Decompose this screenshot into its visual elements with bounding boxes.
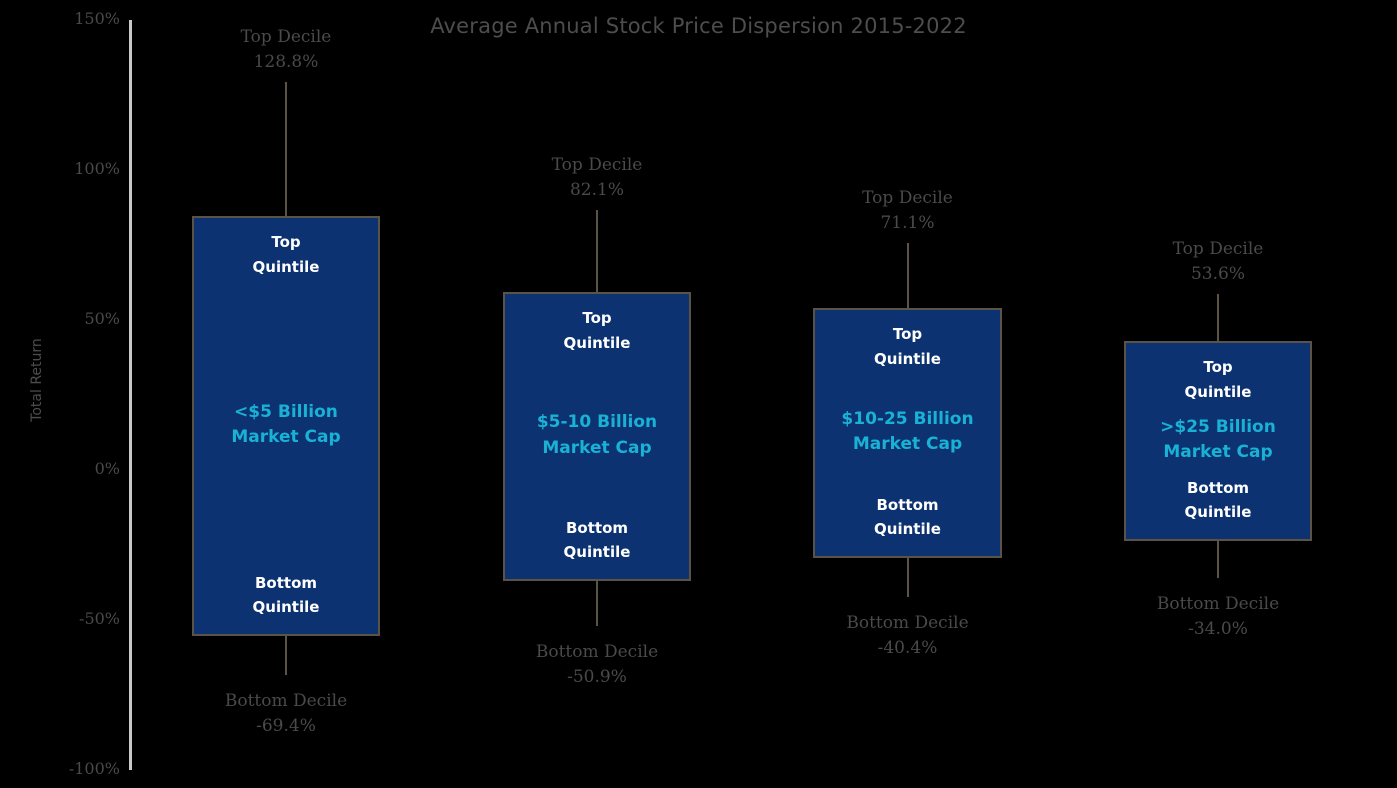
lower-whisker-line: [285, 636, 287, 675]
top-quintile-label: Top Quintile: [1184, 358, 1252, 401]
bottom-quintile-label: Bottom Quintile: [1184, 478, 1252, 522]
y-tick-label-1: 100%: [74, 159, 120, 178]
top-quintile-label: Top Quintile: [874, 325, 941, 368]
y-axis-line: [129, 20, 132, 770]
upper-whisker-line: [285, 82, 287, 216]
lower-whisker-line: [906, 558, 909, 597]
y-axis-tick-labels: 150% 100% 50% 0% -50% -100%: [0, 0, 129, 788]
lower-whisker-line: [1217, 541, 1219, 578]
top-decile-label: Top Decile 128.8%: [240, 27, 332, 72]
upper-whisker-line: [906, 243, 909, 308]
bottom-quintile-label: Bottom Quintile: [252, 573, 320, 617]
box-plot-group-2[interactable]: Top Decile 82.1% Top Quintile $5-10 Billio…: [503, 0, 691, 788]
market-cap-label: <$5 Billion Market Cap: [231, 401, 341, 448]
market-cap-label: >$25 Billion Market Cap: [1160, 416, 1276, 463]
market-cap-label: $5-10 Billion Market Cap: [536, 412, 658, 458]
top-decile-label: Top Decile 82.1%: [551, 155, 643, 200]
upper-whisker-line: [1217, 294, 1219, 341]
lower-whisker-line: [596, 581, 598, 626]
y-tick-label-2: 50%: [84, 309, 120, 328]
top-quintile-label: Top Quintile: [252, 233, 320, 276]
box-plot-group-1[interactable]: Top Decile 128.8% Top Quintile <$5 Billion…: [192, 0, 380, 788]
bottom-quintile-label: Bottom Quintile: [874, 495, 941, 539]
box-plot-group-3[interactable]: Top Decile 71.1% Top Quintile $10-25 Billi…: [813, 0, 1002, 788]
bottom-quintile-label: Bottom Quintile: [563, 518, 631, 562]
top-decile-label: Top Decile 71.1%: [862, 188, 953, 233]
y-tick-label-4: -50%: [79, 609, 120, 628]
chart-title: Average Annual Stock Price Dispersion 20…: [430, 14, 967, 38]
y-tick-label-5: -100%: [68, 759, 120, 778]
top-quintile-label: Top Quintile: [563, 309, 631, 352]
market-cap-label: $10-25 Billion Market Cap: [841, 408, 974, 455]
bottom-decile-label: Bottom Decile -50.9%: [535, 642, 659, 687]
bottom-decile-label: Bottom Decile -34.0%: [1156, 594, 1280, 639]
upper-whisker-line: [596, 210, 598, 292]
y-tick-label-3: 0%: [94, 459, 120, 478]
y-tick-label-0: 150%: [74, 9, 120, 28]
bottom-decile-label: Bottom Decile -69.4%: [224, 691, 348, 736]
top-decile-label: Top Decile 53.6%: [1172, 239, 1264, 284]
bottom-decile-label: Bottom Decile -40.4%: [846, 613, 969, 658]
box-plot-group-4[interactable]: Top Decile 53.6% Top Quintile >$25 Billion…: [1124, 0, 1312, 788]
